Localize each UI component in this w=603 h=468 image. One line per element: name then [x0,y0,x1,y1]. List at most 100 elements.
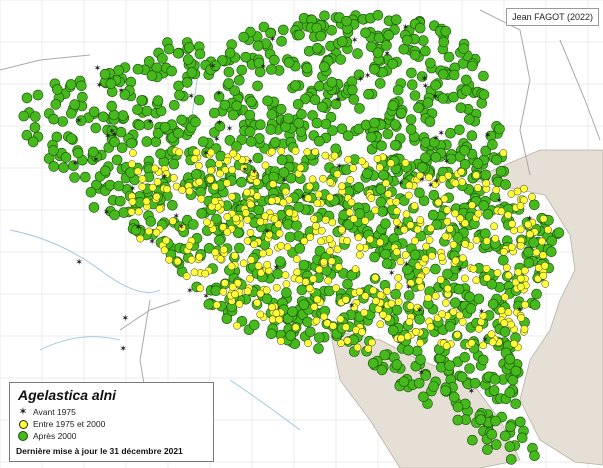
record-point-1975-2000 [305,284,314,293]
record-point-1975-2000 [497,306,506,315]
record-point-1975-2000 [521,266,529,275]
record-point-1975-2000 [265,248,274,256]
record-point-before-1975: ✶ [394,223,402,233]
record-point-after-2000 [361,168,373,179]
record-point-1975-2000 [325,235,334,243]
record-point-1975-2000 [282,280,291,288]
record-point-after-2000 [438,36,450,48]
record-point-after-2000 [445,153,457,165]
record-point-1975-2000 [402,210,411,219]
record-point-after-2000 [130,224,142,236]
record-point-after-2000 [326,77,338,88]
record-point-after-2000 [191,169,202,180]
record-point-1975-2000 [369,286,378,295]
record-point-after-2000 [448,391,460,403]
record-point-before-1975: ✶ [388,269,396,279]
record-point-after-2000 [163,43,175,55]
record-point-after-2000 [167,200,178,211]
record-point-1975-2000 [497,207,506,216]
record-point-1975-2000 [142,197,151,206]
record-point-after-2000 [221,313,233,325]
record-point-after-2000 [482,444,493,455]
record-point-1975-2000 [279,198,288,207]
record-point-1975-2000 [376,291,385,299]
record-point-1975-2000 [301,278,310,286]
record-point-1975-2000 [539,214,548,223]
record-point-after-2000 [289,80,301,91]
record-point-1975-2000 [472,276,481,285]
record-point-1975-2000 [246,228,255,237]
record-point-after-2000 [294,243,306,254]
record-point-after-2000 [456,371,468,383]
record-point-after-2000 [105,78,117,89]
record-point-1975-2000 [185,241,194,250]
green-dot-icon [16,430,30,442]
record-point-1975-2000 [396,257,405,266]
record-point-before-1975: ✶ [71,159,79,169]
record-point-1975-2000 [326,178,335,187]
record-point-1975-2000 [285,208,294,217]
record-point-1975-2000 [240,164,248,173]
record-point-1975-2000 [162,236,171,245]
record-point-after-2000 [458,43,469,54]
record-point-after-2000 [464,291,475,303]
record-point-after-2000 [159,122,171,133]
record-point-after-2000 [466,60,478,72]
record-point-after-2000 [389,139,401,151]
record-point-1975-2000 [416,216,425,224]
record-point-1975-2000 [272,309,281,318]
record-point-1975-2000 [239,259,248,268]
record-point-after-2000 [342,130,354,141]
record-point-before-1975: ✶ [202,292,210,302]
record-point-1975-2000 [431,180,439,189]
record-point-1975-2000 [190,155,199,163]
record-point-1975-2000 [295,275,304,284]
record-point-after-2000 [284,231,296,243]
record-point-1975-2000 [349,215,358,223]
record-point-1975-2000 [211,248,220,257]
record-point-1975-2000 [526,230,534,239]
record-point-after-2000 [315,30,327,42]
record-point-1975-2000 [223,156,232,165]
record-point-after-2000 [69,99,80,110]
record-point-1975-2000 [326,193,334,202]
last-update-note: Dernière mise à jour le 31 décembre 2021 [16,446,183,456]
record-point-1975-2000 [345,208,354,217]
record-point-after-2000 [487,139,498,150]
record-point-1975-2000 [249,169,258,177]
record-point-before-1975: ✶ [213,135,221,145]
record-point-after-2000 [113,65,124,76]
record-point-1975-2000 [425,236,434,244]
record-point-after-2000 [60,152,72,163]
record-point-after-2000 [380,248,391,260]
record-point-after-2000 [292,99,304,110]
record-point-after-2000 [424,57,436,69]
record-point-1975-2000 [256,289,265,298]
record-point-after-2000 [75,115,87,126]
record-point-after-2000 [403,290,415,301]
record-point-after-2000 [234,242,245,254]
record-point-1975-2000 [406,279,415,288]
record-point-1975-2000 [243,188,251,197]
record-point-1975-2000 [368,338,376,347]
record-point-1975-2000 [394,273,403,282]
record-point-1975-2000 [392,248,401,256]
record-point-1975-2000 [508,220,516,228]
record-point-1975-2000 [332,284,340,292]
record-point-1975-2000 [211,182,219,191]
record-point-1975-2000 [483,237,491,245]
record-point-1975-2000 [416,339,425,347]
record-point-after-2000 [392,84,404,96]
record-point-after-2000 [245,136,257,147]
record-point-1975-2000 [192,148,201,157]
record-point-1975-2000 [422,242,430,251]
record-point-after-2000 [274,256,286,267]
record-point-1975-2000 [333,245,342,254]
record-point-before-1975: ✶ [405,283,413,293]
record-point-after-2000 [229,85,240,96]
record-point-after-2000 [387,100,399,111]
record-point-after-2000 [262,95,273,107]
record-point-after-2000 [188,219,199,230]
record-point-1975-2000 [162,170,171,178]
record-point-after-2000 [459,159,471,170]
